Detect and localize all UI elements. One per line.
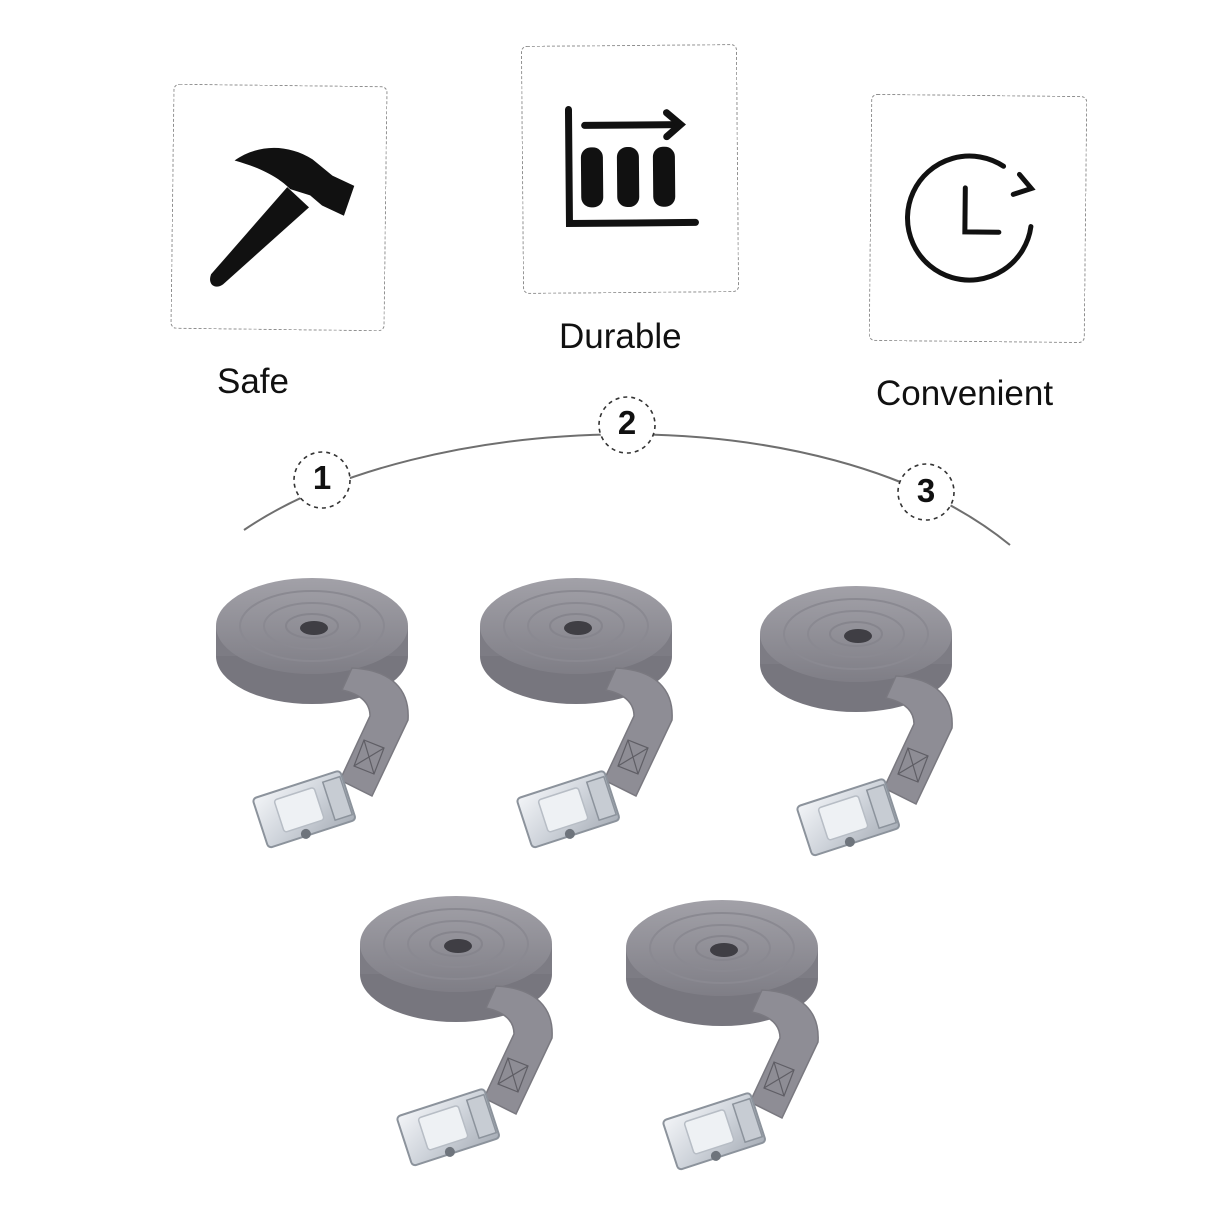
strap-3 <box>759 585 954 861</box>
safe-feature-card <box>170 83 388 332</box>
strap-2 <box>479 577 674 853</box>
hammer-icon <box>210 147 355 287</box>
convenient-feature-card <box>868 93 1088 344</box>
step-1-marker <box>293 451 351 509</box>
strap-5 <box>625 899 820 1175</box>
clock-refresh-icon <box>905 153 1036 283</box>
durable-feature-card <box>520 44 740 294</box>
step-3-marker <box>897 463 955 521</box>
strap-1 <box>215 577 410 853</box>
convenient-label: Convenient <box>876 374 1054 413</box>
step-1-number: 1 <box>312 459 332 496</box>
safe-label: Safe <box>217 362 289 401</box>
bar-chart-icon <box>564 106 699 228</box>
step-2-number: 2 <box>617 404 637 441</box>
straps-group <box>215 577 954 1175</box>
strap-4 <box>359 895 554 1171</box>
durable-label: Durable <box>559 317 682 356</box>
step-2-marker <box>598 396 656 454</box>
steps-arc <box>243 396 1011 546</box>
step-3-number: 3 <box>916 472 936 509</box>
